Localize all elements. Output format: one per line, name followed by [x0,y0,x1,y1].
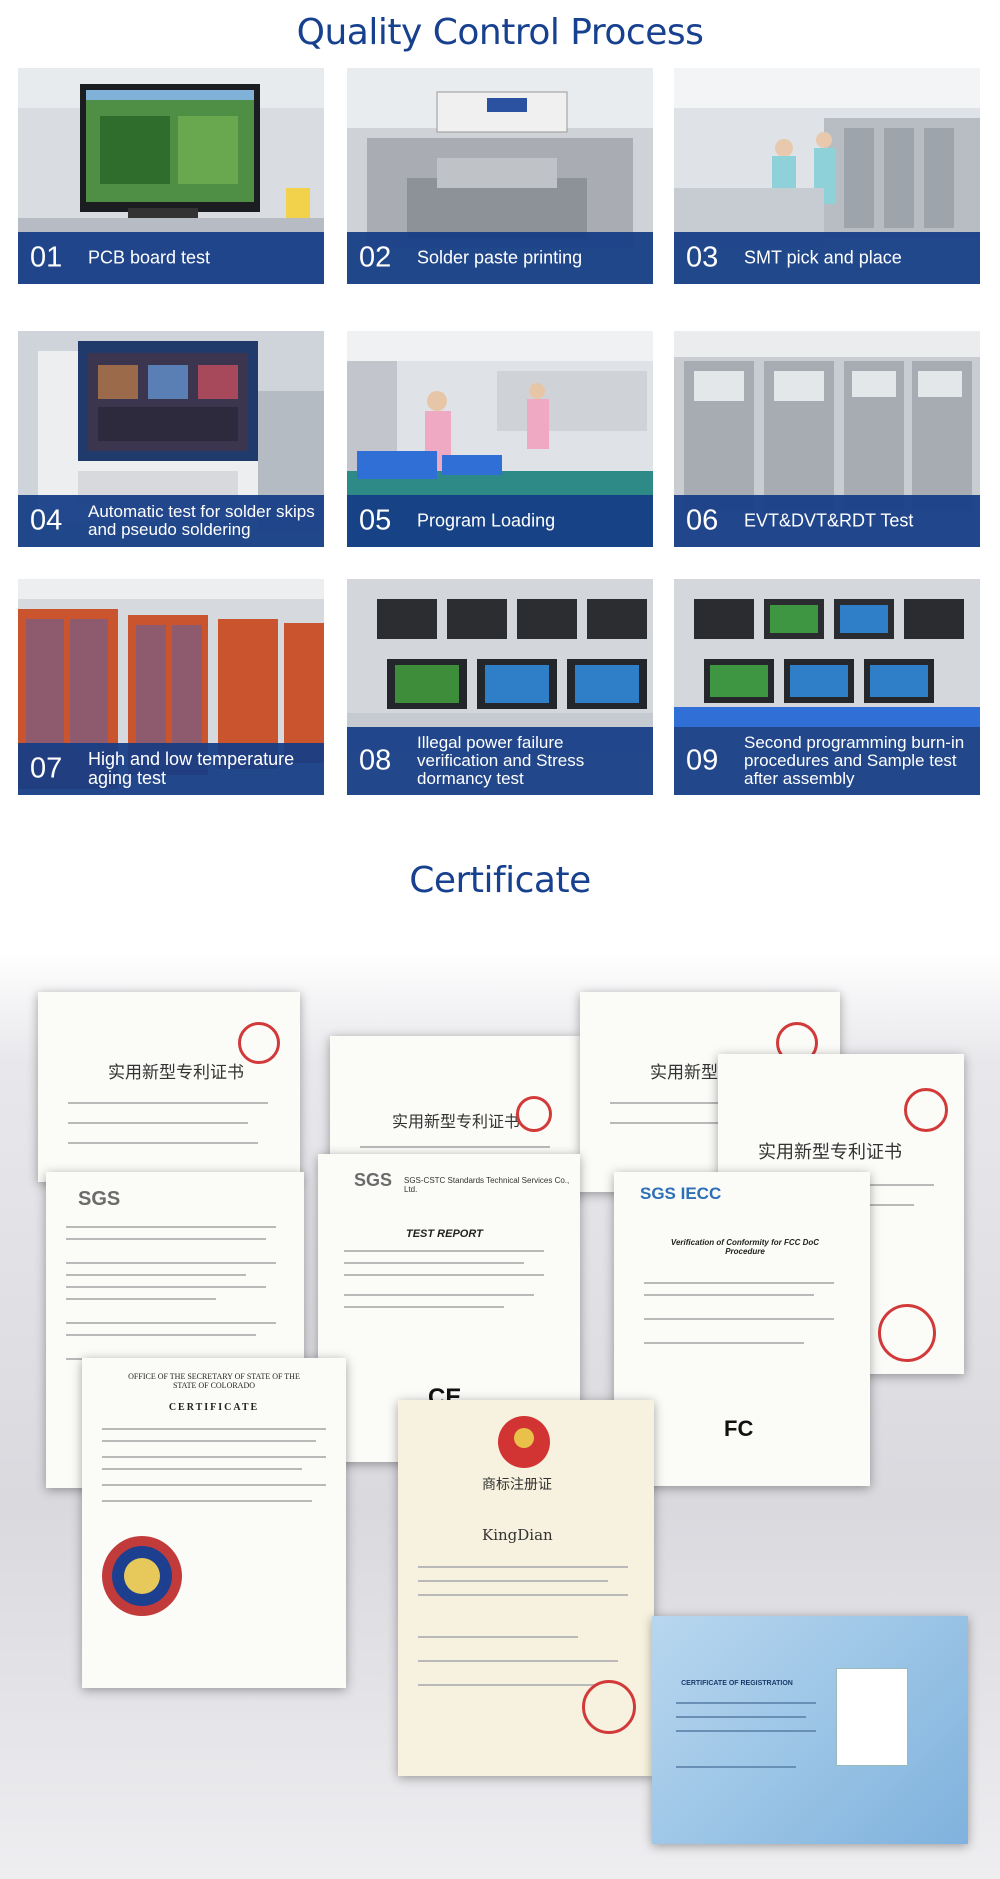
step-label: Illegal power failure verification and S… [417,733,585,788]
quality-section-title: Quality Control Process [296,12,704,53]
step-card-02: 02 Solder paste printing [347,68,653,284]
step-card-05: 05 Program Loading [347,331,653,547]
eu-certificate-heading: CERTIFICATE OF REGISTRATION [681,1680,793,1687]
sgs-logo: SGS [78,1188,121,1210]
step-card-09: 09 Second programming burn-in procedures… [674,579,980,795]
trademark-certificate: 商标注册证 KingDian [398,1400,654,1776]
step-label: EVT&DVT&RDT Test [744,510,914,531]
step-caption-06: 06 EVT&DVT&RDT Test [674,495,980,547]
step-card-06: 06 EVT&DVT&RDT Test [674,331,980,547]
iecc-fcc-certificate: SGS IECC Verification of Conformity for … [614,1172,870,1486]
step-number: 06 [686,504,719,537]
red-seal-icon [582,1680,636,1734]
colorado-certificate-heading: CERTIFICATE [168,1402,260,1413]
logo-placeholder [836,1668,908,1766]
patent-title: 实用新型专利证书 [108,1063,244,1083]
step-number: 05 [359,504,392,537]
colorado-state-seal-icon [102,1536,182,1616]
certificate-section-title: Certificate [409,860,591,901]
red-seal-icon [238,1022,280,1064]
step-label: PCB board test [88,247,211,268]
red-seal-icon [516,1096,552,1132]
iecc-logo: SGS IECC [640,1184,722,1203]
step-number: 02 [359,241,392,274]
step-number: 09 [686,744,719,777]
step-label: Solder paste printing [417,247,583,268]
step-caption-01: 01 PCB board test [18,232,324,284]
step-label: Program Loading [417,510,556,531]
step-card-04: 04 Automatic test for solder skips and p… [18,331,324,547]
sgs-logo: SGS [354,1170,393,1190]
eu-registration-certificate: CERTIFICATE OF REGISTRATION [652,1616,968,1844]
patent-title: 实用新型专利证书 [392,1112,521,1131]
colorado-office: OFFICE OF THE SECRETARY OF STATE OF THE … [128,1372,300,1390]
step-label: High and low temperature aging test [88,749,295,788]
step-label: Automatic test for solder skips and pseu… [88,502,315,539]
step-caption-03: 03 SMT pick and place [674,232,980,284]
step-card-01: 01 PCB board test [18,68,324,284]
step-card-08: 08 Illegal power failure verification an… [347,579,653,795]
sgs-cstc-name: SGS-CSTC Standards Technical Services Co… [404,1176,570,1194]
step-caption-04: 04 Automatic test for solder skips and p… [18,495,324,547]
step-card-07: 07 High and low temperature aging test [18,579,324,795]
test-report-heading: TEST REPORT [406,1228,483,1240]
patent-certificate-1: 实用新型专利证书 [38,992,300,1182]
step-number: 04 [30,504,63,537]
step-number: 03 [686,241,719,274]
national-emblem-icon [498,1416,550,1468]
step-caption-02: 02 Solder paste printing [347,232,653,284]
step-card-03: 03 SMT pick and place [674,68,980,284]
patent-title: 实用新型专利证书 [758,1142,902,1163]
step-caption-09: 09 Second programming burn-in procedures… [674,727,980,795]
step-number: 08 [359,744,392,777]
fcc-title: Verification of Conformity for FCC DoC P… [670,1238,820,1256]
step-caption-05: 05 Program Loading [347,495,653,547]
fcc-mark: FC [724,1416,754,1441]
step-label: Second programming burn-in procedures an… [744,733,965,788]
trademark-brand: KingDian [482,1526,553,1544]
step-caption-08: 08 Illegal power failure verification an… [347,727,653,795]
step-number: 01 [30,241,63,274]
red-seal-icon [878,1304,936,1362]
red-seal-icon [904,1088,948,1132]
colorado-certificate: OFFICE OF THE SECRETARY OF STATE OF THE … [82,1358,346,1688]
step-label: SMT pick and place [744,247,902,268]
certificate-collage: 实用新型专利证书 实用新型专利证书 实用新型专利证书 实用新型专利证书 SGS [0,950,1000,1879]
trademark-title: 商标注册证 [482,1477,552,1493]
step-number: 07 [30,752,63,785]
step-caption-07: 07 High and low temperature aging test [18,743,324,795]
